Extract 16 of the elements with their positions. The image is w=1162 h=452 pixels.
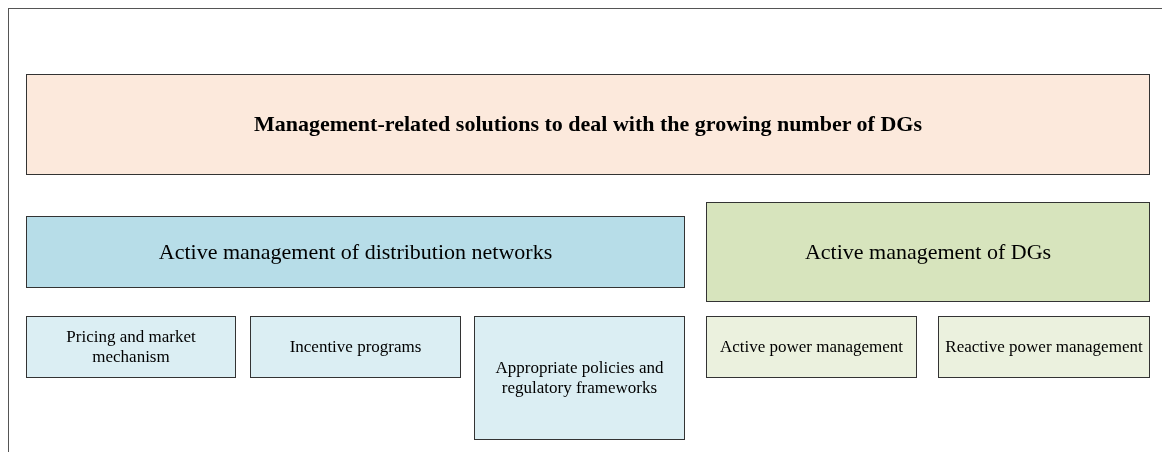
box-label: Reactive power management xyxy=(945,336,1143,358)
box-label: Active management of DGs xyxy=(804,238,1052,266)
box-label: Management-related solutions to deal with the growing number of DGs xyxy=(254,111,922,138)
box-label: Active power management xyxy=(719,336,904,358)
item-box xyxy=(26,316,236,378)
item-box xyxy=(938,316,1150,378)
box-label: Appropriate policies and regulatory frameworks xyxy=(494,357,665,399)
item-box xyxy=(250,316,461,378)
box-label: Incentive programs xyxy=(289,336,422,358)
category-box xyxy=(26,216,685,288)
item-box xyxy=(706,316,917,378)
item-box xyxy=(474,316,685,440)
box-label: Active management of distribution networks xyxy=(158,238,553,266)
box-label: Pricing and market mechanism xyxy=(65,326,197,368)
category-box xyxy=(706,202,1150,302)
title-box xyxy=(26,74,1150,175)
